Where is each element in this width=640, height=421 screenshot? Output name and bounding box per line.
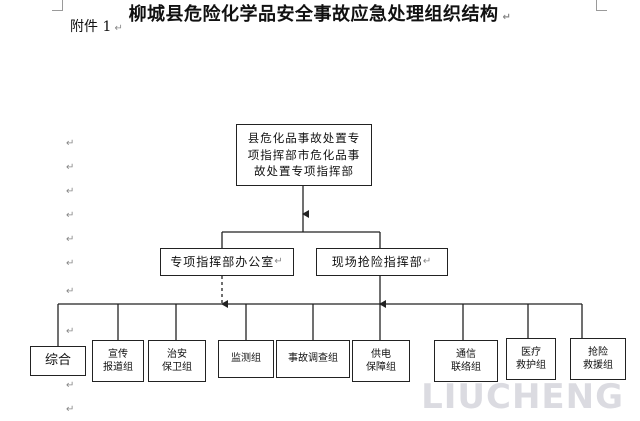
paragraph-mark-icon: ↵ [66,162,75,173]
watermark-text: LIUCHENG [421,377,624,417]
field-command-box: 现场抢险指挥部 ↵ [316,248,448,276]
paragraph-mark-icon: ↵ [66,286,75,297]
paragraph-mark-icon: ↵ [498,12,512,23]
paragraph-mark-icon: ↵ [66,404,75,415]
office-label: 专项指挥部办公室 [170,254,275,269]
group-box-security: 治安 保卫组 [148,340,206,382]
paragraph-mark-icon: ↵ [66,186,75,197]
group-box-communication: 通信 联络组 [434,340,498,382]
paragraph-mark-icon: ↵ [66,326,75,337]
paragraph-mark-icon: ↵ [66,138,75,149]
paragraph-mark-icon: ↵ [66,234,75,245]
headquarters-line: 故处置专项指挥部 [254,164,354,179]
paragraph-mark-icon: ↵ [66,210,75,221]
group-box-monitoring: 监测组 [218,340,274,378]
group-box-medical: 医疗 救护组 [506,338,556,380]
group-box-publicity: 宣传 报道组 [92,340,144,382]
group-box-investigation: 事故调查组 [276,340,350,378]
paragraph-mark-icon: ↵ [66,380,75,391]
headquarters-box: 县危化品事故处置专 项指挥部市危化品事 故处置专项指挥部 [236,124,372,186]
headquarters-line: 项指挥部市危化品事 [247,147,361,162]
paragraph-mark-icon: ↵ [66,258,75,269]
paragraph-mark-icon: ↵ [422,256,433,268]
crop-mark-top-left [52,0,63,11]
group-box-rescue: 抢险 救援组 [570,338,626,380]
headquarters-line: 县危化品事故处置专 [247,130,361,145]
crop-mark-top-right [596,0,607,11]
paragraph-mark-icon: ↵ [274,256,284,268]
document-title: 柳城县危险化学品安全事故应急处理组织结构 ↵ [128,4,512,25]
field-command-label: 现场抢险指挥部 [331,254,423,269]
office-box: 专项指挥部办公室 ↵ [160,248,294,276]
group-box-comprehensive: 综合 [30,346,86,376]
paragraph-mark-icon: ↵ [111,23,123,34]
group-box-power-supply: 供电 保障组 [352,340,410,382]
attachment-label: 附件 1 ↵ [70,19,123,35]
